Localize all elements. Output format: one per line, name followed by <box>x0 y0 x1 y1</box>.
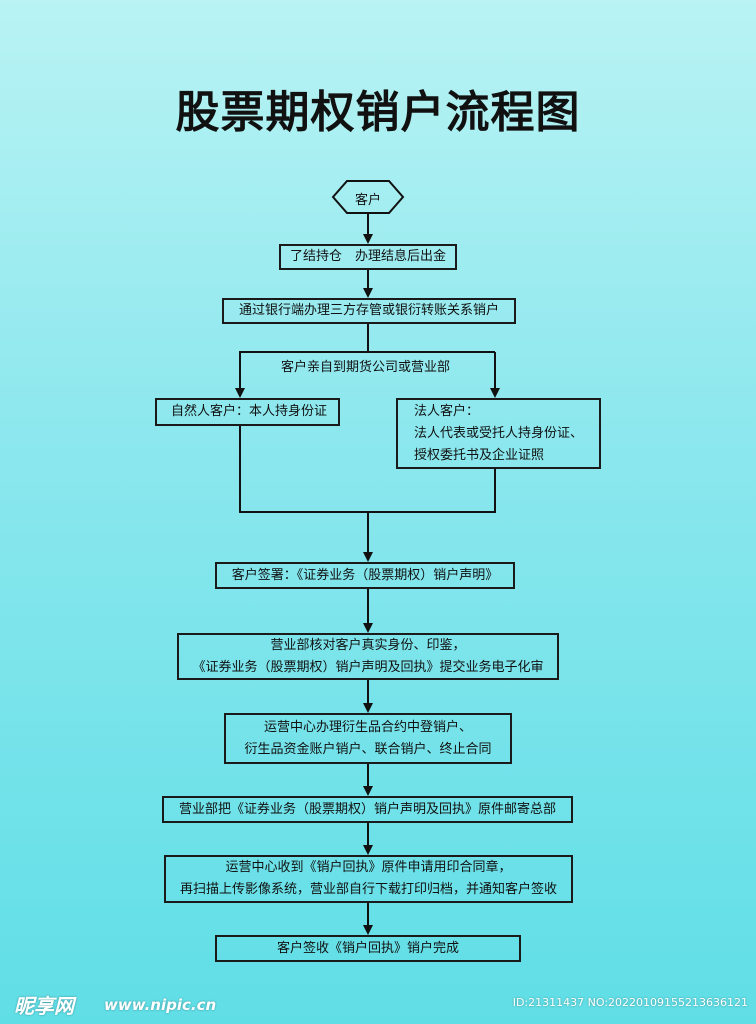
step-legal-person-line2: 法人代表或受托人持身份证、 <box>414 425 584 441</box>
page-title: 股票期权销户流程图 <box>175 87 581 138</box>
watermark-logo: 昵享网 <box>14 994 74 1018</box>
step-verify-identity-line1: 营业部核对客户真实身份、印鉴， <box>270 637 466 653</box>
step-sign-declaration-text: 客户签署：《证券业务（股票期权）销户声明》 <box>231 567 499 583</box>
step-settle-withdraw-text: 了结持仓 办理结息后出金 <box>289 249 446 264</box>
step-complete-text: 客户签收《销户回执》销户完成 <box>276 940 459 956</box>
step-mail-original-text: 营业部把《证券业务（股票期权）销户声明及回执》原件邮寄总部 <box>178 801 556 817</box>
step-verify-identity-line2: 《证券业务（股票期权）销户声明及回执》提交业务电子化审 <box>192 659 544 675</box>
step-legal-person-line1: 法人客户： <box>414 403 480 419</box>
watermark-url: www.nipic.cn <box>104 996 217 1014</box>
branch-label: 客户亲自到期货公司或营业部 <box>281 360 451 375</box>
step-natural-person-text: 自然人客户：本人持身份证 <box>171 404 328 419</box>
step-legal-person: 法人客户： 法人代表或受托人持身份证、 授权委托书及企业证照 <box>396 398 601 469</box>
step-operations-cancel-line2: 衍生品资金账户销户、联合销户、终止合同 <box>244 741 492 757</box>
start-hexagon <box>331 180 405 214</box>
step-settle-withdraw: 了结持仓 办理结息后出金 <box>279 244 457 270</box>
step-receive-seal-line2: 再扫描上传影像系统，营业部自行下载打印归档，并通知客户签收 <box>179 882 557 897</box>
step-operations-cancel-line1: 运营中心办理衍生品合约中登销户、 <box>263 719 472 735</box>
step-bank-cancel-text: 通过银行端办理三方存管或银衍转账关系销户 <box>238 303 499 318</box>
step-receive-seal: 运营中心收到《销户回执》原件申请用印合同章， 再扫描上传影像系统，营业部自行下载… <box>164 855 573 903</box>
step-sign-declaration: 客户签署：《证券业务（股票期权）销户声明》 <box>215 562 515 589</box>
step-natural-person: 自然人客户：本人持身份证 <box>155 398 340 426</box>
step-bank-cancel: 通过银行端办理三方存管或银衍转账关系销户 <box>222 298 516 324</box>
step-operations-cancel: 运营中心办理衍生品合约中登销户、 衍生品资金账户销户、联合销户、终止合同 <box>224 713 512 764</box>
step-verify-identity: 营业部核对客户真实身份、印鉴， 《证券业务（股票期权）销户声明及回执》提交业务电… <box>177 633 559 680</box>
step-mail-original: 营业部把《证券业务（股票期权）销户声明及回执》原件邮寄总部 <box>162 796 573 823</box>
step-receive-seal-line1: 运营中心收到《销户回执》原件申请用印合同章， <box>225 860 512 875</box>
start-node-label: 客户 <box>354 192 381 208</box>
watermark-id: ID:21311437 NO:20220109155213636121 <box>512 996 748 1009</box>
step-legal-person-line3: 授权委托书及企业证照 <box>414 447 545 463</box>
step-complete: 客户签收《销户回执》销户完成 <box>215 935 521 962</box>
